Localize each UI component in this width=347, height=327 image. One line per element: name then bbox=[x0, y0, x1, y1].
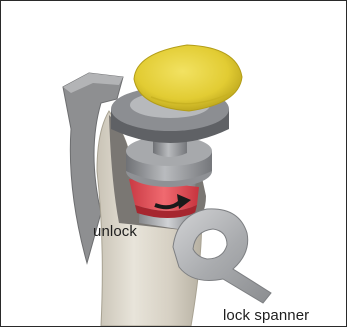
lock-spanner-label: lock spanner bbox=[223, 307, 309, 324]
unlock-label: unlock bbox=[93, 223, 137, 240]
push-button-cap bbox=[134, 45, 242, 111]
